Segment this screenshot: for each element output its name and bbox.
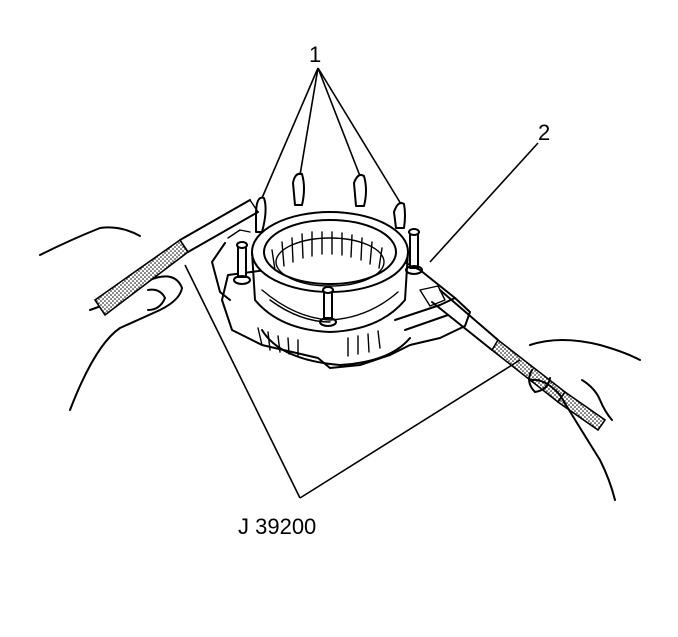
tool-number-label: J 39200 bbox=[238, 514, 316, 539]
callout-leader-lines bbox=[184, 67, 539, 499]
mounting-studs bbox=[233, 228, 423, 327]
transmission-housing bbox=[211, 172, 471, 369]
callout-2-label: 2 bbox=[538, 120, 550, 145]
callout-1-label: 1 bbox=[309, 42, 321, 67]
clutch-plate-tabs bbox=[255, 172, 406, 233]
right-hand-with-tool bbox=[431, 289, 641, 501]
left-hand-with-tool bbox=[39, 199, 259, 411]
